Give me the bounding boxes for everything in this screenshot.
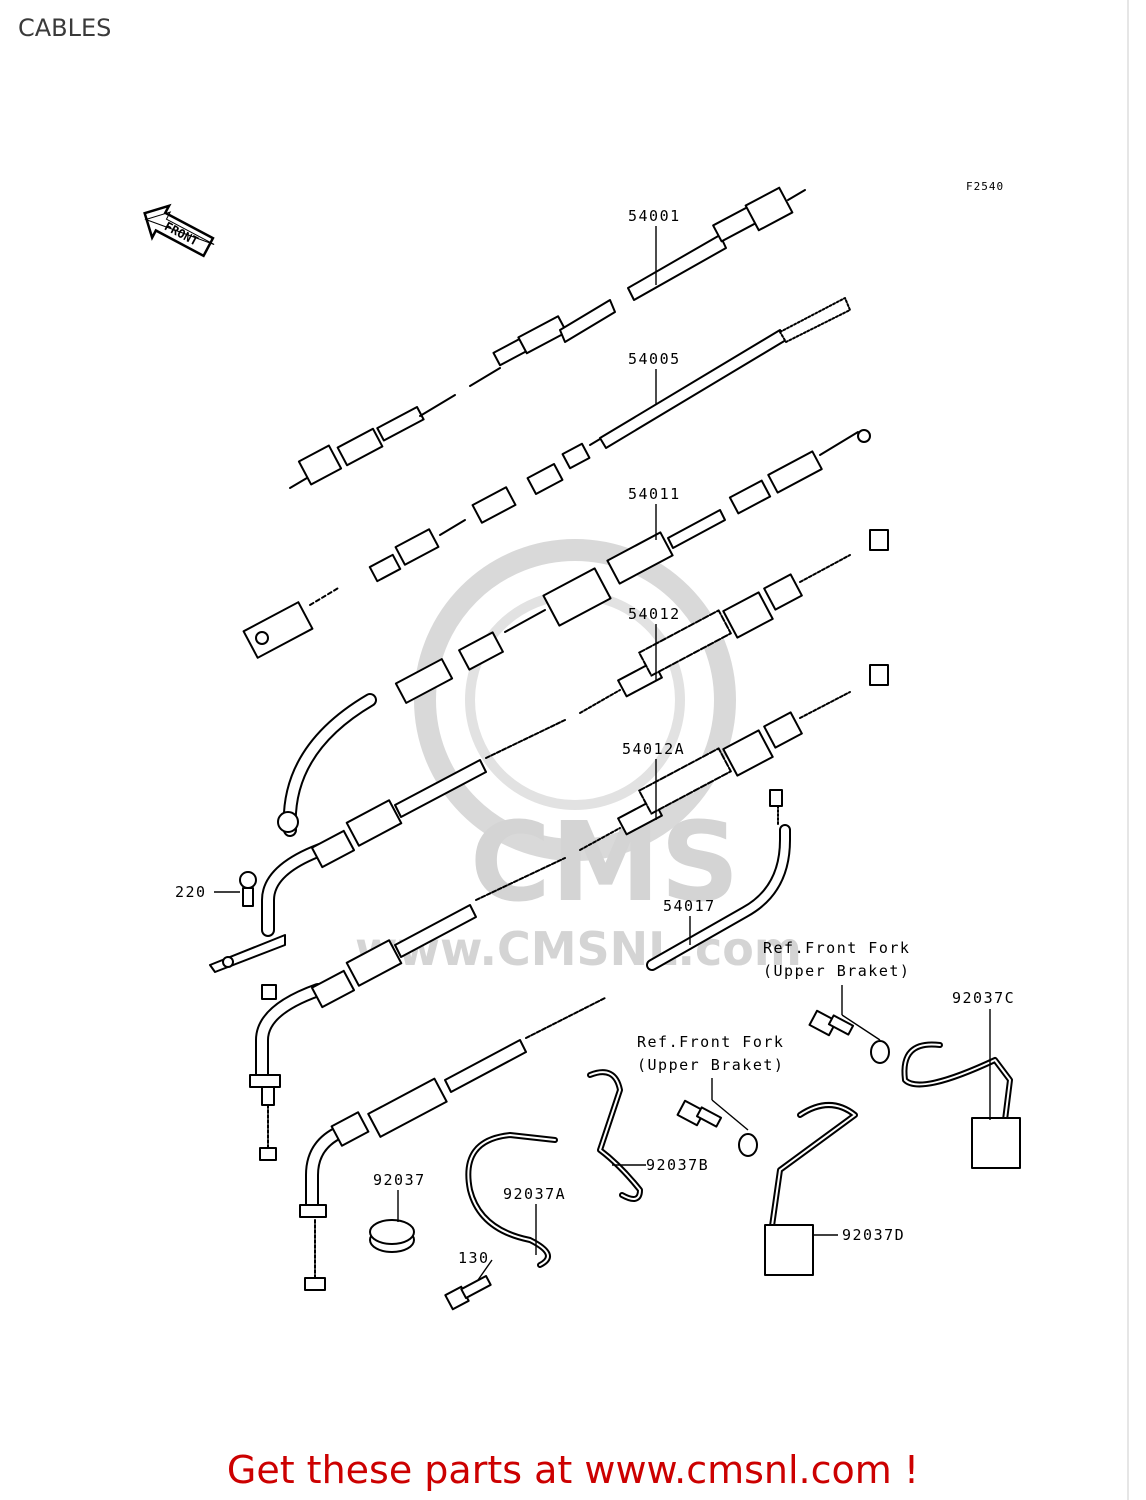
reference-label-upper-line2: (Upper Braket) — [763, 962, 910, 980]
guide-92037A — [465, 1132, 558, 1268]
part-label-92037B: 92037B — [646, 1156, 709, 1174]
reference-label-lower-line2: (Upper Braket) — [637, 1056, 784, 1074]
throttle-cable-middle — [249, 857, 566, 1161]
bolt-130 — [444, 1275, 492, 1311]
watermark-brand: CMS — [470, 798, 739, 926]
part-label-54012: 54012 — [628, 605, 681, 623]
clutch-cable-54011 — [277, 429, 871, 837]
screw-220 — [239, 871, 257, 907]
guide-92037B — [587, 1069, 643, 1202]
reference-label-upper-line1: Ref.Front Fork — [763, 939, 910, 957]
part-label-92037A: 92037A — [503, 1185, 566, 1203]
get-parts-link[interactable]: Get these parts at www.cmsnl.com ! — [226, 1448, 920, 1492]
page-divider — [1127, 0, 1129, 1500]
leader-lines — [214, 226, 991, 1281]
clamp-92037 — [369, 1219, 415, 1253]
bolt-ref-upper — [808, 1009, 890, 1064]
part-label-130: 130 — [458, 1249, 490, 1267]
cable-54017 — [646, 789, 791, 971]
part-label-92037C: 92037C — [952, 989, 1015, 1007]
throttle-cable-lower — [299, 997, 606, 1291]
page-title: CABLES — [18, 14, 112, 42]
speedometer-cable-54001 — [289, 186, 806, 489]
part-label-54001: 54001 — [628, 207, 681, 225]
throttle-cable-upper — [209, 719, 566, 1000]
part-label-54011: 54011 — [628, 485, 681, 503]
reference-label-lower-line1: Ref.Front Fork — [637, 1033, 784, 1051]
part-label-54005: 54005 — [628, 350, 681, 368]
bolt-ref-lower — [676, 1099, 758, 1157]
front-direction-arrow-icon: FRONT — [143, 203, 215, 258]
part-label-92037: 92037 — [373, 1171, 426, 1189]
guide-92037C — [901, 1041, 1021, 1169]
guide-92037D — [764, 1102, 858, 1276]
part-label-54017: 54017 — [663, 897, 716, 915]
figure-code: F2540 — [966, 180, 1004, 193]
cable-54012 — [579, 529, 889, 714]
part-label-92037D: 92037D — [842, 1226, 905, 1244]
cable-54012A — [579, 664, 889, 851]
part-label-220: 220 — [175, 883, 207, 901]
part-label-54012A: 54012A — [622, 740, 685, 758]
cable-54005 — [242, 297, 851, 659]
